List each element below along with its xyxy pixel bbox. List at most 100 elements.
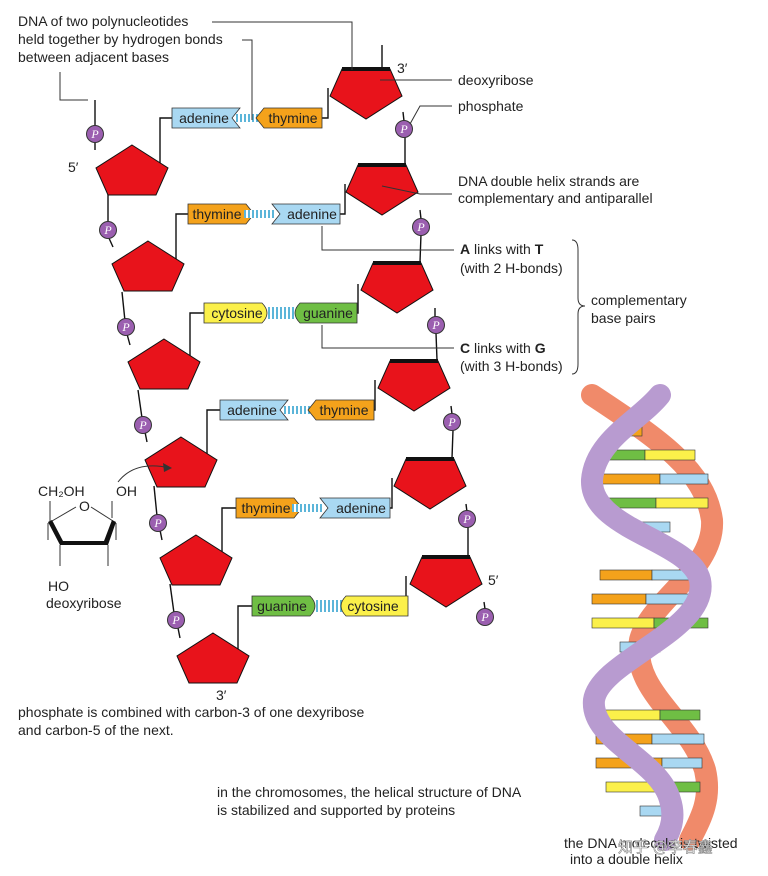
left-strand-sugars [95,144,250,684]
svg-text:adenine: adenine [287,206,337,222]
phosphate-groups: P P P P P P P P P P P P [86,120,494,629]
base-pair-cg: cytosine guanine [203,302,358,324]
deoxyribose-sugar [127,338,201,390]
phosphate-group: P [149,514,167,532]
svg-text:P: P [462,512,471,526]
strands-label-line-2: complementary and antiparallel [458,190,653,206]
sugar-name-label: deoxyribose [46,595,122,611]
chromosome-caption-line-2: is stabilized and supported by proteins [217,802,455,818]
deoxyribose-sugar [377,359,451,412]
phosphate-group: P [476,608,494,626]
adenine-base [319,497,391,519]
hydrogen-bonds [292,504,322,512]
cytosine-base [203,302,268,324]
phosphate-group: P [412,218,430,236]
base-pair-ta: thymine adenine [187,203,341,225]
svg-text:adenine: adenine [227,402,277,418]
three-prime-top-label: 3′ [397,60,408,76]
adenine-base [271,203,341,225]
watermark: 知乎 @李春鑫 [618,838,713,856]
at-rule-line-1: A links with T [460,241,544,257]
three-prime-bottom-label: 3′ [216,687,227,703]
helix-front-strand [581,384,712,851]
sugar-ch2oh-label: CH₂OH [38,483,85,499]
helix-caption-line-2: into a double helix [570,851,683,867]
deoxyribose-sugar [409,555,483,608]
svg-text:P: P [447,415,456,429]
right-annotations: deoxyribose phosphate DNA double helix s… [321,72,687,375]
svg-text:guanine: guanine [303,305,353,321]
svg-text:P: P [431,318,440,332]
phosphate-group: P [443,413,461,431]
hydrogen-bonds [244,210,274,218]
sugar-oh-label: OH [116,483,137,499]
phosphate-caption-line-2: and carbon-5 of the next. [18,722,174,738]
base-stubs [159,88,408,654]
cg-rule-line-1: C links with G [460,340,546,356]
thymine-base [235,497,303,519]
phosphate-group: P [427,316,445,334]
deoxyribose-structure: CH₂OH OH O HO deoxyribose [38,463,172,611]
base-pair-ta: thymine adenine [235,497,391,519]
guanine-base [294,302,358,324]
base-pair-at: adenine thymine [171,107,323,129]
deoxyribose-sugar [95,144,169,196]
complementary-bracket [571,239,586,375]
right-strand-sugars [329,67,483,608]
phosphate-group: P [86,125,104,143]
sugar-o-label: O [79,498,90,514]
double-helix-illustration [581,384,723,851]
svg-text:cytosine: cytosine [211,305,263,321]
adenine-base [171,107,241,129]
svg-text:P: P [103,223,112,237]
five-prime-right-label: 5′ [488,572,499,588]
svg-text:thymine: thymine [241,500,290,516]
phosphate-group: P [167,611,185,629]
title-line-1: DNA of two polynucleotides [18,13,188,29]
svg-text:cytosine: cytosine [347,598,399,614]
hydrogen-bonds [268,307,298,319]
phosphate-group: P [395,120,413,138]
title-line-2: held together by hydrogen bonds [18,31,223,47]
phosphate-group: P [117,318,135,336]
thymine-base [255,107,323,129]
complementary-label-line-1: complementary [591,292,687,308]
title-line-3: between adjacent bases [18,49,169,65]
helix-caption-line-1: the DNA molecule is twisted [564,835,738,851]
thymine-base [187,203,255,225]
at-rule-line-2: (with 2 H-bonds) [460,260,563,276]
svg-text:adenine: adenine [336,500,386,516]
guanine-base [251,595,316,617]
sugar-ho-label: HO [48,578,69,594]
hydrogen-bonds [284,406,312,414]
svg-text:P: P [138,418,147,432]
title-annotation: DNA of two polynucleotides held together… [18,13,353,120]
hydrogen-bonds [236,114,258,122]
base-pair-gc: guanine cytosine [251,595,409,617]
thymine-base [307,399,375,421]
adenine-base [219,399,289,421]
svg-text:adenine: adenine [179,110,229,126]
complementary-label-line-2: base pairs [591,310,656,326]
strands-label-line-1: DNA double helix strands are [458,173,640,189]
svg-text:thymine: thymine [319,402,368,418]
hydrogen-bonds [316,600,344,612]
svg-text:thymine: thymine [192,206,241,222]
svg-text:P: P [399,122,408,136]
deoxyribose-label: deoxyribose [458,72,534,88]
deoxyribose-sugar [393,457,467,510]
deoxyribose-sugar [111,240,185,292]
deoxyribose-sugar [159,534,233,586]
base-pairs: adenine thymine thymine adenine cytosine… [171,107,409,617]
cytosine-base [340,595,409,617]
svg-text:thymine: thymine [268,110,317,126]
phosphate-group: P [458,510,476,528]
five-prime-left-label: 5′ [68,159,79,175]
svg-text:guanine: guanine [257,598,307,614]
phosphate-label: phosphate [458,98,524,114]
svg-text:P: P [416,220,425,234]
deoxyribose-sugar [144,436,218,488]
phosphate-caption-line-1: phosphate is combined with carbon-3 of o… [18,704,365,720]
phosphate-group: P [134,416,152,434]
